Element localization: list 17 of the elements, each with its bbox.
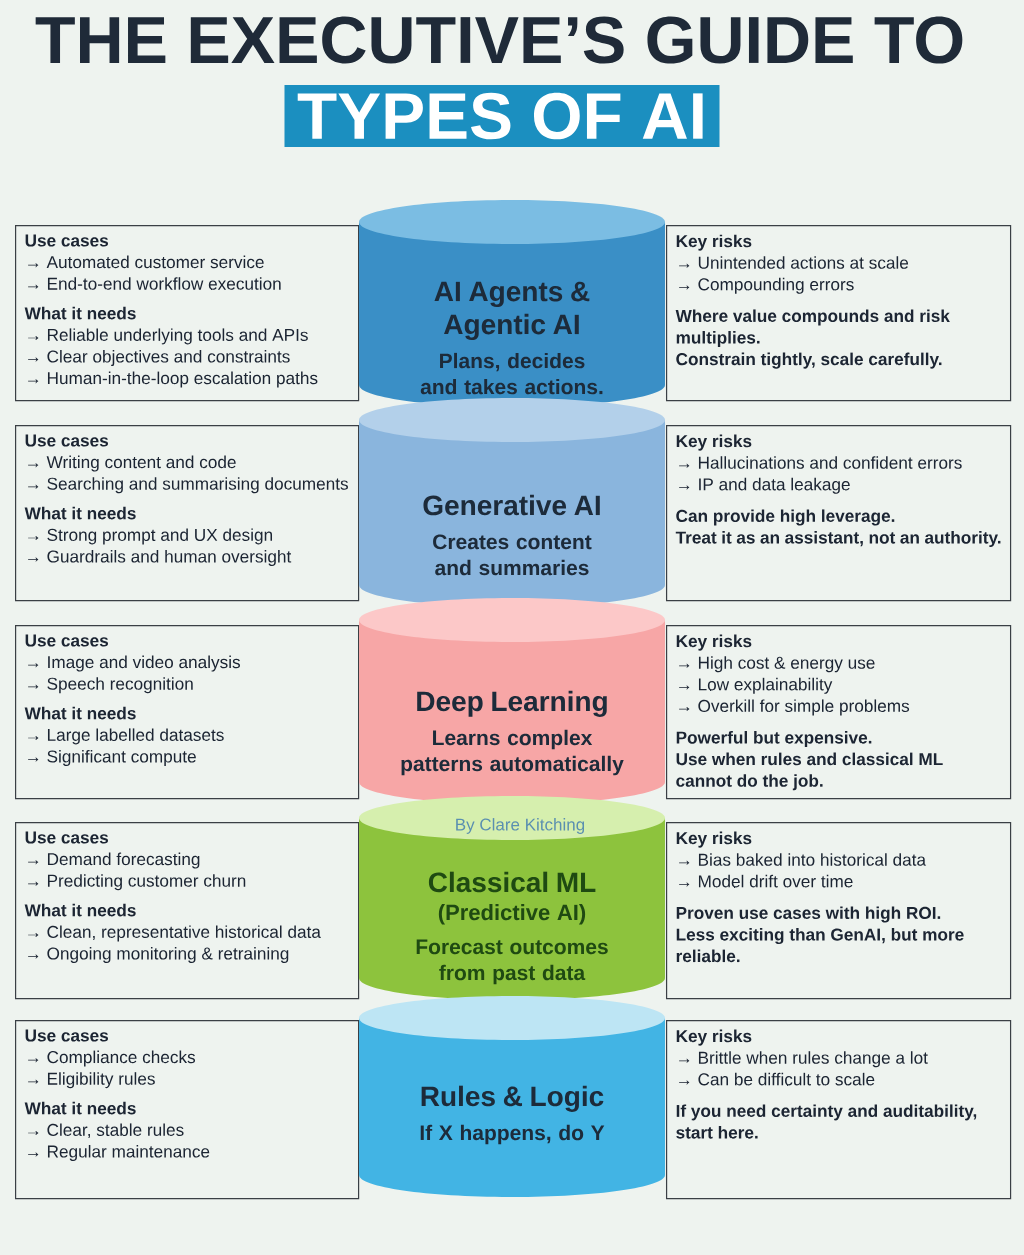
info-box: Use cases → Compliance checks → Eligibility rules What it needs → Clear, stable rules → Regular maintenance (15, 1020, 360, 1200)
author-credit: By Clare Kitching (456, 818, 585, 834)
info-box: Use cases → Writing content and code → Searching and summarising documents What it needs → Strong prompt and UX design → Guardrails and human oversight (15, 425, 360, 602)
info-box: Key risks → Bias baked into historical data → Model drift over time Proven use cases with high ROI. Less exciting than GenAI, but more reliable. (666, 822, 1012, 1000)
title: THE EXECUTIVE’S GUIDE TO (35, 16, 963, 64)
info-box: Use cases → Automated customer service → End-to-end workflow execution What it needs → Reliable underlying tools and APIs → Clear objectives and constraints → Human-in-the-loop escalation paths (15, 225, 360, 402)
info-box: Use cases → Demand forecasting → Predicting customer churn What it needs → Clean, representative historical data → Ongoing monitoring & retraining (15, 822, 360, 1000)
cylinder: Deep Learning Learns complex patterns automatically (359, 598, 665, 804)
info-box: Key risks → Brittle when rules change a lot → Can be difficult to scale If you need certainty and auditability, start here. (666, 1020, 1012, 1200)
info-box: Use cases → Image and video analysis → Speech recognition What it needs → Large labelled datasets → Significant compute (15, 625, 360, 800)
cylinder: AI Agents & Agentic AI Plans, decides and takes actions. (359, 200, 665, 407)
cylinder: Rules & Logic If X happens, do Y (359, 996, 665, 1197)
highlight-banner: TYPES OF AI (284, 85, 720, 147)
info-box: Key risks → Hallucinations and confident errors → IP and data leakage Can provide high leverage. Treat it as an assistant, not an authority. (666, 425, 1012, 602)
cylinder: Generative AI Creates content and summaries (359, 398, 665, 607)
info-box: Key risks → Unintended actions at scale → Compounding errors Where value compounds and risk multiplies. Constrain tightly, scale carefully. (666, 225, 1012, 402)
info-box: Key risks → High cost & energy use → Low explainability → Overkill for simple problems Powerful but expensive. Use when rules and classical ML cannot do the job. (666, 625, 1012, 800)
